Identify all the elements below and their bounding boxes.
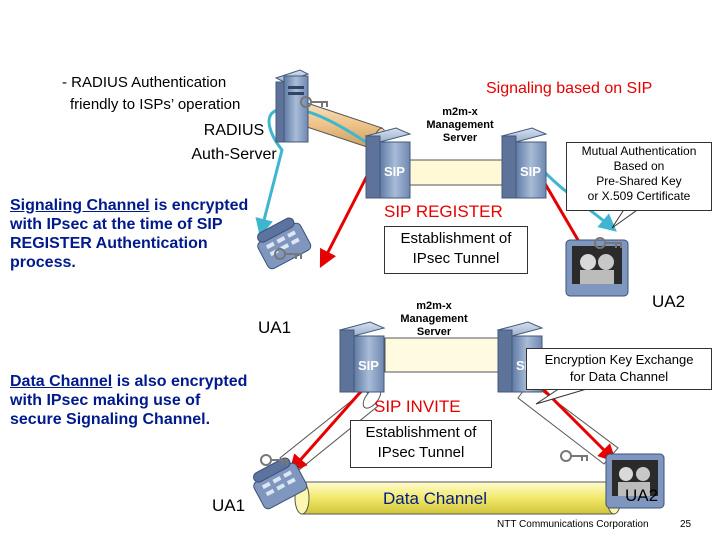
top-register-tunnel xyxy=(394,159,521,186)
radius-bullet-line2: friendly to ISPs’ operation xyxy=(70,96,241,113)
key-icon xyxy=(260,96,622,466)
signaling-title: Signaling based on SIP xyxy=(486,80,653,97)
sip-invite-title: SIP INVITE xyxy=(374,397,461,416)
phone-icon xyxy=(253,457,308,510)
register-arrow-right xyxy=(538,174,590,260)
register-arrow-left xyxy=(319,169,372,269)
sip-badge-3: SIP xyxy=(358,358,379,373)
ua1-top-label: UA1 xyxy=(258,318,292,337)
data-channel-label: Data Channel xyxy=(383,489,487,508)
mutual-auth-pointer xyxy=(611,207,641,229)
sip-badge-2: SIP xyxy=(520,164,541,179)
sip-server-icon: SIP xyxy=(338,321,386,393)
ua1-bottom-label: UA1 xyxy=(212,496,246,515)
sip-register-title: SIP REGISTER xyxy=(384,202,503,221)
phone-icon xyxy=(257,217,312,270)
radius-server-icon xyxy=(274,69,310,143)
videophone-icon xyxy=(605,453,665,509)
signaling-channel-text: Signaling Channel is encrypted with IPse… xyxy=(10,197,249,271)
radius-server-line2: Auth-Server xyxy=(191,146,277,163)
sip-server-icon: SIP xyxy=(500,127,548,199)
sip-server-icon: SIP xyxy=(364,127,412,199)
page-number: 25 xyxy=(680,519,692,530)
data-channel-text: Data Channel is also encrypted with IPse… xyxy=(10,373,248,428)
radius-bullet-line1: - RADIUS Authentication xyxy=(62,74,227,91)
data-channel-term: Data Channel xyxy=(10,373,113,390)
invite-tunnel-right xyxy=(517,381,619,465)
sip-badge-1: SIP xyxy=(384,164,405,179)
key-exchange-pointer xyxy=(535,387,591,405)
videophone-icon xyxy=(565,239,629,297)
radius-server-line1: RADIUS xyxy=(203,122,265,139)
ua2-bottom-label: UA2 xyxy=(625,486,659,505)
footer-company: NTT Communications Corporation xyxy=(497,519,649,530)
signaling-channel-term: Signaling Channel xyxy=(10,197,150,214)
ua2-top-label: UA2 xyxy=(652,292,686,311)
